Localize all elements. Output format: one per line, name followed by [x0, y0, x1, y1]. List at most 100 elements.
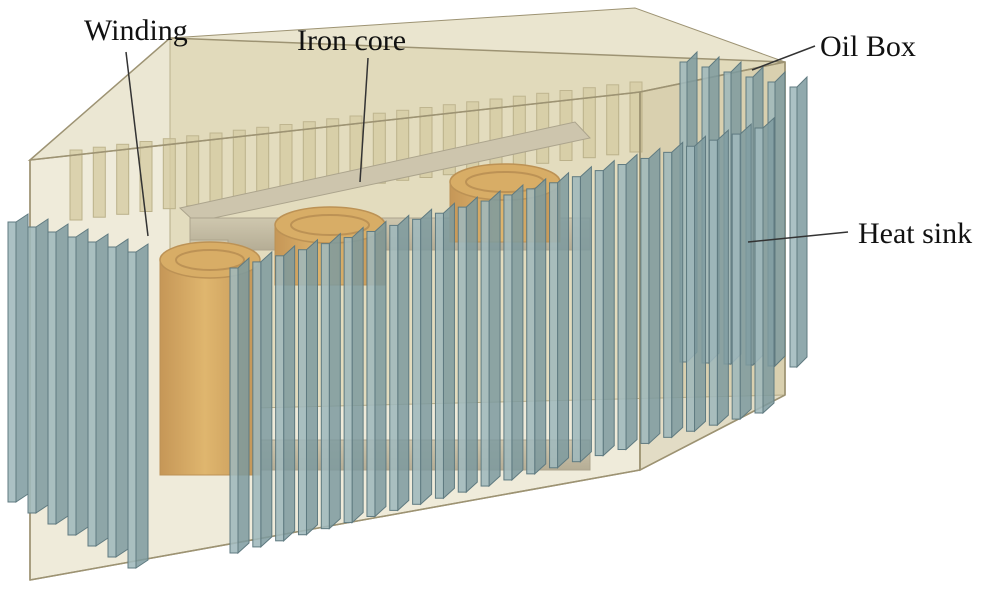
front-fin-face: [412, 218, 422, 505]
front-fin-side: [488, 189, 501, 488]
front-fin-face: [731, 133, 741, 420]
front-fin: [663, 141, 684, 439]
front-fin: [434, 202, 455, 500]
front-fin: [549, 171, 570, 469]
front-fin: [640, 147, 661, 445]
left-fin-side: [135, 243, 149, 569]
left-fin-face: [47, 231, 57, 525]
front-fin-side: [557, 171, 570, 469]
front-fin-side: [739, 122, 752, 421]
front-fin-side: [716, 129, 729, 427]
front-fin-side: [442, 202, 455, 500]
left-fin-face: [27, 226, 37, 514]
front-fin-side: [420, 208, 433, 506]
front-fin: [457, 196, 478, 494]
front-fin-face: [457, 206, 467, 493]
front-fin-side: [397, 214, 410, 512]
winding-inner-ring: [290, 214, 370, 236]
front-fin-side: [374, 220, 387, 518]
front-fin-side: [625, 153, 638, 451]
front-fin-face: [503, 194, 513, 481]
front-fin-face: [754, 127, 764, 414]
front-fin-face: [389, 224, 399, 511]
left-fin-face: [107, 246, 117, 558]
front-fin: [526, 177, 547, 475]
left-fin-face: [67, 236, 77, 536]
front-fin: [252, 250, 273, 549]
front-fin: [366, 220, 387, 518]
front-fin-face: [640, 157, 650, 444]
front-fin-face: [571, 176, 581, 463]
front-fin-face: [320, 243, 330, 530]
front-fin-face: [343, 237, 353, 524]
front-fin-face: [366, 230, 376, 517]
left-heat-sink-fins: [7, 213, 149, 569]
front-fin-side: [579, 165, 592, 463]
left-fin-side: [55, 223, 69, 525]
front-fin: [503, 183, 524, 482]
leader-lines: [125, 45, 849, 243]
iron-core-label: Iron core: [297, 24, 406, 57]
back-heat-sink-fins: [69, 81, 643, 221]
front-fin-side: [237, 256, 250, 555]
front-fin-side: [671, 141, 684, 439]
left-fin-face: [127, 251, 137, 569]
front-fin-face: [480, 200, 490, 487]
left-fin-side: [95, 233, 109, 547]
front-fin-side: [465, 196, 478, 494]
oil-box-leader-line: [751, 45, 816, 71]
front-fin-side: [328, 232, 341, 530]
left-fin: [107, 238, 129, 558]
front-fin-face: [434, 212, 444, 499]
front-fin: [297, 238, 318, 536]
front-fin-face: [708, 139, 718, 426]
left-fin-side: [115, 238, 129, 558]
iron-core-leader-line: [359, 57, 369, 183]
front-fin-side: [283, 244, 296, 542]
oil-box-label: Oil Box: [820, 30, 916, 63]
heat-sink-label: Heat sink: [858, 217, 972, 250]
front-fin: [754, 116, 775, 415]
left-fin: [127, 243, 149, 569]
iron-core-top-face: [178, 121, 591, 223]
front-fin-face: [549, 182, 559, 469]
right-fin-side: [796, 75, 808, 369]
front-fin: [320, 232, 341, 530]
front-fin-face: [275, 255, 285, 542]
winding-inner-ring: [175, 249, 245, 271]
left-fin-side: [15, 213, 29, 503]
front-fin-face: [297, 249, 307, 536]
left-fin-side: [35, 218, 49, 514]
heat-sink-leader-line: [747, 231, 849, 243]
front-fin-face: [526, 188, 536, 475]
front-fin: [594, 159, 615, 457]
front-fin-face: [252, 261, 262, 548]
front-fin-face: [686, 145, 696, 432]
front-fin: [708, 129, 729, 427]
front-fin-side: [762, 116, 775, 415]
left-fin: [27, 218, 49, 514]
front-fin: [275, 244, 296, 542]
front-fin: [343, 226, 364, 524]
left-fin: [67, 228, 89, 536]
left-fin: [7, 213, 29, 503]
front-fin-side: [260, 250, 273, 549]
front-fin-face: [617, 164, 627, 451]
front-fin-face: [594, 170, 604, 457]
right-fin-face: [789, 86, 798, 368]
front-fin: [480, 189, 501, 488]
front-fin-side: [305, 238, 318, 536]
front-fin-side: [648, 147, 661, 445]
front-fin-side: [351, 226, 364, 524]
left-fin-side: [75, 228, 89, 536]
winding-label: Winding: [84, 14, 188, 47]
front-fin: [617, 153, 638, 451]
front-fin: [412, 208, 433, 506]
front-heat-sink-fins: [229, 116, 775, 555]
right-fin-side: [774, 70, 786, 368]
front-fin-side: [694, 135, 707, 433]
front-fin: [686, 135, 707, 433]
front-fin-side: [602, 159, 615, 457]
